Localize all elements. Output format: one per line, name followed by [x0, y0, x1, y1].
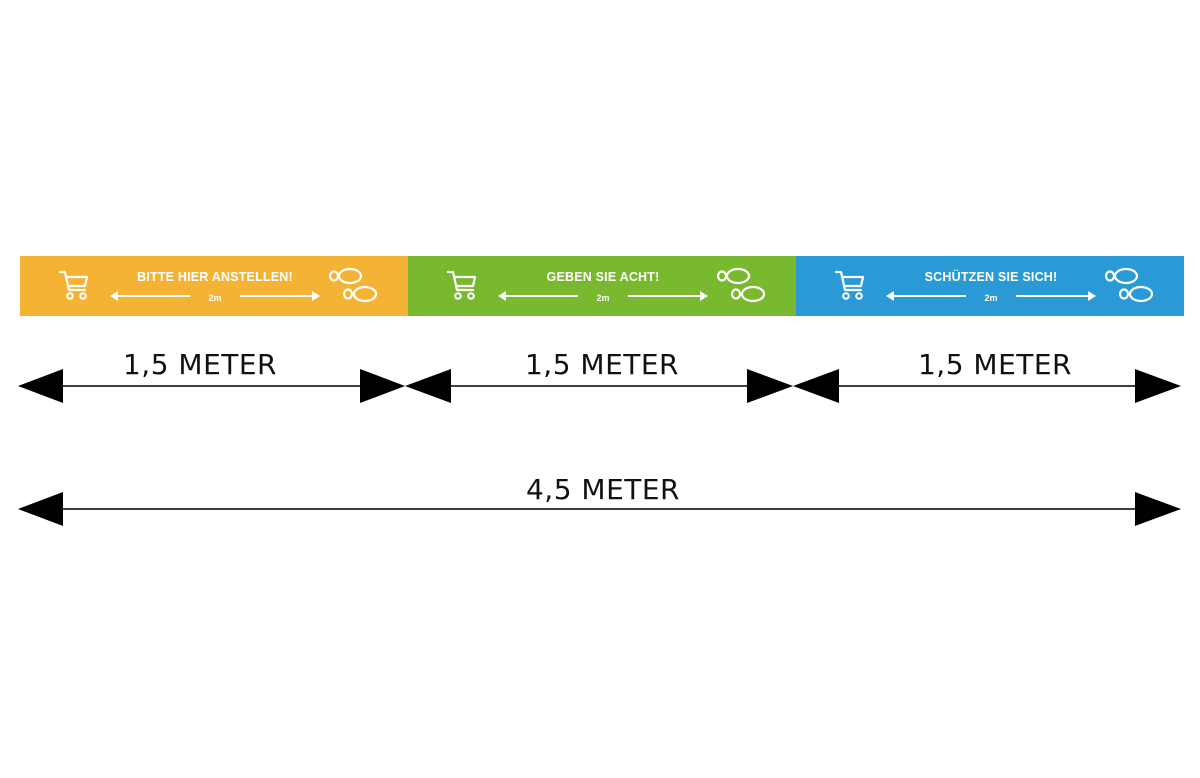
- strip-distance: 2m: [596, 293, 610, 303]
- strip-distance: 2m: [208, 293, 222, 303]
- floor-strip-2: GEBEN SIE ACHT! 2m: [408, 256, 796, 316]
- shopping-cart-icon: [834, 270, 865, 300]
- footprints-icon: [716, 267, 766, 303]
- floor-strip-1: BITTE HIER ANSTELLEN! 2m: [20, 256, 408, 316]
- segment-label-3: 1,5 METER: [917, 348, 1073, 381]
- strip-distance: 2m: [984, 293, 998, 303]
- footprints-icon: [1104, 267, 1154, 303]
- shopping-cart-icon: [58, 270, 89, 300]
- segment-dimension-2: [405, 369, 793, 403]
- shopping-cart-icon: [446, 270, 477, 300]
- strip-title: GEBEN SIE ACHT!: [546, 270, 660, 284]
- total-dimension: [18, 492, 1181, 526]
- segment-dimension-1: [18, 369, 405, 403]
- double-arrow-icon: [110, 291, 320, 301]
- segment-dimension-3: [793, 369, 1181, 403]
- strip-title: SCHÜTZEN SIE SICH!: [924, 270, 1058, 284]
- double-arrow-icon: [886, 291, 1096, 301]
- footprints-icon: [328, 267, 378, 303]
- floor-strip-3: SCHÜTZEN SIE SICH! 2m: [796, 256, 1184, 316]
- segment-label-1: 1,5 METER: [122, 348, 278, 381]
- segment-label-2: 1,5 METER: [524, 348, 680, 381]
- total-label: 4,5 METER: [525, 473, 681, 506]
- strip-title: BITTE HIER ANSTELLEN!: [137, 270, 293, 284]
- double-arrow-icon: [498, 291, 708, 301]
